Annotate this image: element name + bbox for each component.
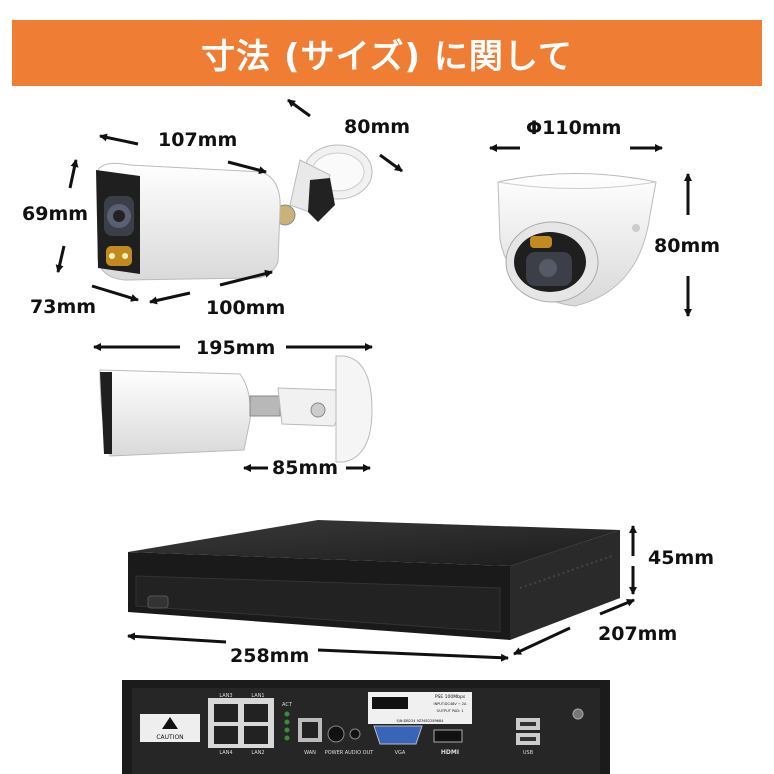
label-80mm-dome: 80mm	[654, 235, 721, 257]
dim-arrow-73	[91, 284, 139, 302]
caution-label: CAUTION	[156, 734, 183, 741]
spec-label-title: PSE 100Mbps	[435, 694, 466, 700]
label-195mm: 195mm	[196, 337, 276, 359]
dim-arrow-258-left	[127, 632, 227, 644]
dim-arrow-107-left	[99, 133, 139, 146]
dim-arrow-80-bottom	[379, 153, 403, 173]
label-110mm: Φ110mm	[526, 117, 622, 139]
audio-out-label: AUDIO OUT	[345, 750, 375, 756]
dim-arrow-100-right	[219, 269, 273, 287]
serial-number: S/N:DB234 9Z3652289684	[397, 719, 445, 723]
power-label: POWER	[325, 750, 344, 756]
dim-arrow-207-left	[513, 626, 571, 656]
dim-arrow-69-down	[55, 245, 66, 273]
lan1-label: LAN1	[251, 693, 264, 699]
dim-arrow-80-top	[287, 98, 311, 118]
dim-arrow-107-right	[227, 160, 267, 175]
dim-arrow-207-right	[599, 598, 635, 616]
hdmi-label: HDMI	[441, 749, 459, 756]
dim-arrow-69-up	[68, 159, 79, 189]
usb-label: USB	[523, 750, 534, 756]
spec-label-output: OUTPUT PAD: 1	[437, 709, 464, 713]
dim-arrow-100-left	[149, 291, 191, 305]
bullet-side-illustration	[99, 355, 373, 463]
nvr-rear-panel: CAUTION LAN3 LAN1 LAN4 LAN2 ACT WAN POWE…	[122, 680, 610, 774]
lan3-label: LAN3	[219, 693, 232, 699]
bullet-camera-illustration	[96, 144, 373, 281]
label-207mm: 207mm	[598, 623, 678, 645]
label-107mm: 107mm	[158, 129, 238, 151]
label-258mm: 258mm	[230, 645, 310, 667]
label-80mm-bracket: 80mm	[344, 116, 411, 138]
wan-label: WAN	[304, 750, 316, 756]
vga-label: VGA	[395, 750, 406, 756]
label-100mm: 100mm	[206, 297, 286, 319]
header-banner: 寸法 (サイズ) に関して	[12, 20, 762, 86]
label-45mm: 45mm	[648, 547, 715, 569]
spec-label-input: INPUT:DC48V ⎓ 2A	[434, 702, 467, 706]
lan2-label: LAN2	[251, 750, 264, 756]
act-label: ACT	[282, 702, 293, 708]
label-73mm: 73mm	[30, 296, 97, 318]
page-title: 寸法 (サイズ) に関して	[201, 36, 573, 77]
dim-arrow-258-right	[317, 648, 509, 662]
lan4-label: LAN4	[219, 750, 232, 756]
label-69mm: 69mm	[22, 203, 89, 225]
label-85mm: 85mm	[272, 457, 339, 479]
nvr-illustration	[128, 520, 620, 640]
dome-camera-illustration	[497, 173, 657, 307]
